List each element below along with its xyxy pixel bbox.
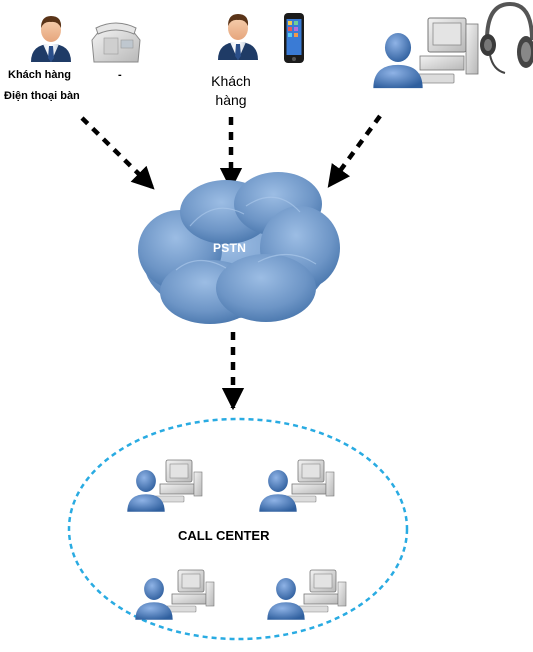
agent-station bbox=[259, 459, 335, 512]
arrow-landline-to-pstn bbox=[80, 116, 155, 190]
landline-customer-node bbox=[31, 16, 141, 63]
landline-customer-label: Khách hàng bbox=[8, 69, 71, 81]
stray-dash-mark: - bbox=[118, 69, 122, 81]
call-center-label: CALL CENTER bbox=[178, 528, 270, 543]
agent-with-headset-node bbox=[373, 1, 533, 89]
flow-arrows bbox=[80, 114, 382, 411]
desk-phone-icon bbox=[91, 22, 141, 63]
pstn-label: PSTN bbox=[213, 241, 247, 255]
agent-station bbox=[135, 569, 215, 620]
computer-icon bbox=[165, 569, 215, 613]
agent-station bbox=[267, 569, 347, 620]
agent-person-icon bbox=[267, 578, 305, 620]
headset-icon bbox=[480, 1, 533, 74]
agent-station bbox=[127, 459, 203, 512]
person-with-tie-icon bbox=[218, 14, 258, 60]
mobile-customer-node bbox=[218, 13, 304, 63]
smartphone-icon bbox=[284, 13, 304, 63]
person-with-tie-icon bbox=[31, 16, 71, 62]
call-center-boundary bbox=[67, 417, 409, 641]
arrow-agent-to-pstn bbox=[327, 114, 382, 188]
landline-customer-sublabel: Điện thoại bàn bbox=[4, 90, 80, 102]
agent-workstation-icon bbox=[413, 17, 479, 84]
mobile-customer-label-line1: Khách bbox=[211, 73, 251, 89]
agent-person-icon bbox=[373, 33, 423, 89]
computer-icon bbox=[153, 459, 203, 503]
agent-person-icon bbox=[135, 578, 173, 620]
agent-person-icon bbox=[127, 470, 165, 512]
mobile-customer-label-line2: hàng bbox=[215, 92, 247, 108]
cloud-icon bbox=[138, 172, 340, 324]
computer-icon bbox=[285, 459, 335, 503]
mobile-customer-label: Khách hàng bbox=[211, 72, 251, 110]
computer-icon bbox=[297, 569, 347, 613]
agent-person-icon bbox=[259, 470, 297, 512]
